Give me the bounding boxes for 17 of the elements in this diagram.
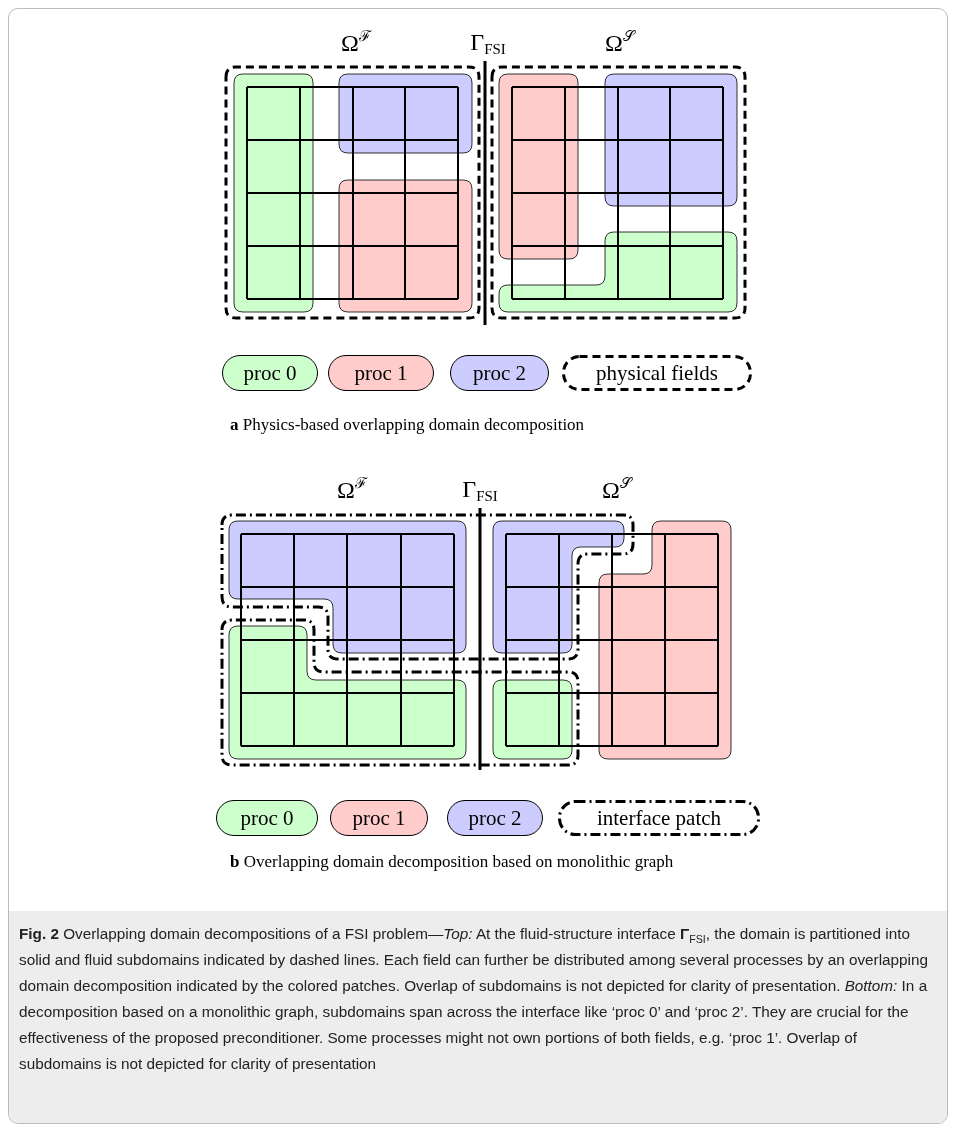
legend-swatch: physical fields — [562, 355, 752, 391]
legend-swatch: proc 2 — [447, 800, 543, 836]
legend-swatch: proc 0 — [222, 355, 318, 391]
math-label: Γ$_{FSI}$ — [470, 28, 506, 59]
panel-caption: a Physics-based overlapping domain decomposition — [230, 414, 586, 436]
legend-swatch: interface patch — [558, 800, 760, 836]
math-label: Ω$^{𝒮}$ — [602, 475, 632, 506]
math-label: Γ$_{FSI}$ — [462, 475, 498, 506]
panel-caption: b Overlapping domain decomposition based on monolithic graph — [230, 851, 675, 873]
figure-caption: Fig. 2 Overlapping domain decompositions of a FSI problem—Top: At the fluid-structure interface Γ$_{FSI}$, the domain is partitioned into solid and fluid subdomains indicated by dashed lines. Each field can further be distributed among several processes by an overlapping domain decomposition indicated by the colored patches. Overlap of subdomains is not depicted for clarity of presentation. Bottom: In a decomposition based on a monolithic graph, subdomains span across the interface like ‘proc 0’ and ‘proc 2’. They are crucial for the effectiveness of the proposed preconditioner. Some processes might not own portions of both fields, e.g. ‘proc 1’. Overlap of subdomains is not depicted for clarity of presentation — [19, 924, 929, 1074]
legend-swatch: proc 2 — [450, 355, 549, 391]
legend-swatch: proc 1 — [328, 355, 434, 391]
legend-swatch: proc 0 — [216, 800, 318, 836]
math-label: Ω$^{𝒮}$ — [605, 28, 635, 59]
math-label: Ω$^{ℱ}$ — [337, 475, 367, 506]
legend-swatch: proc 1 — [330, 800, 428, 836]
math-label: Ω$^{ℱ}$ — [341, 28, 371, 59]
